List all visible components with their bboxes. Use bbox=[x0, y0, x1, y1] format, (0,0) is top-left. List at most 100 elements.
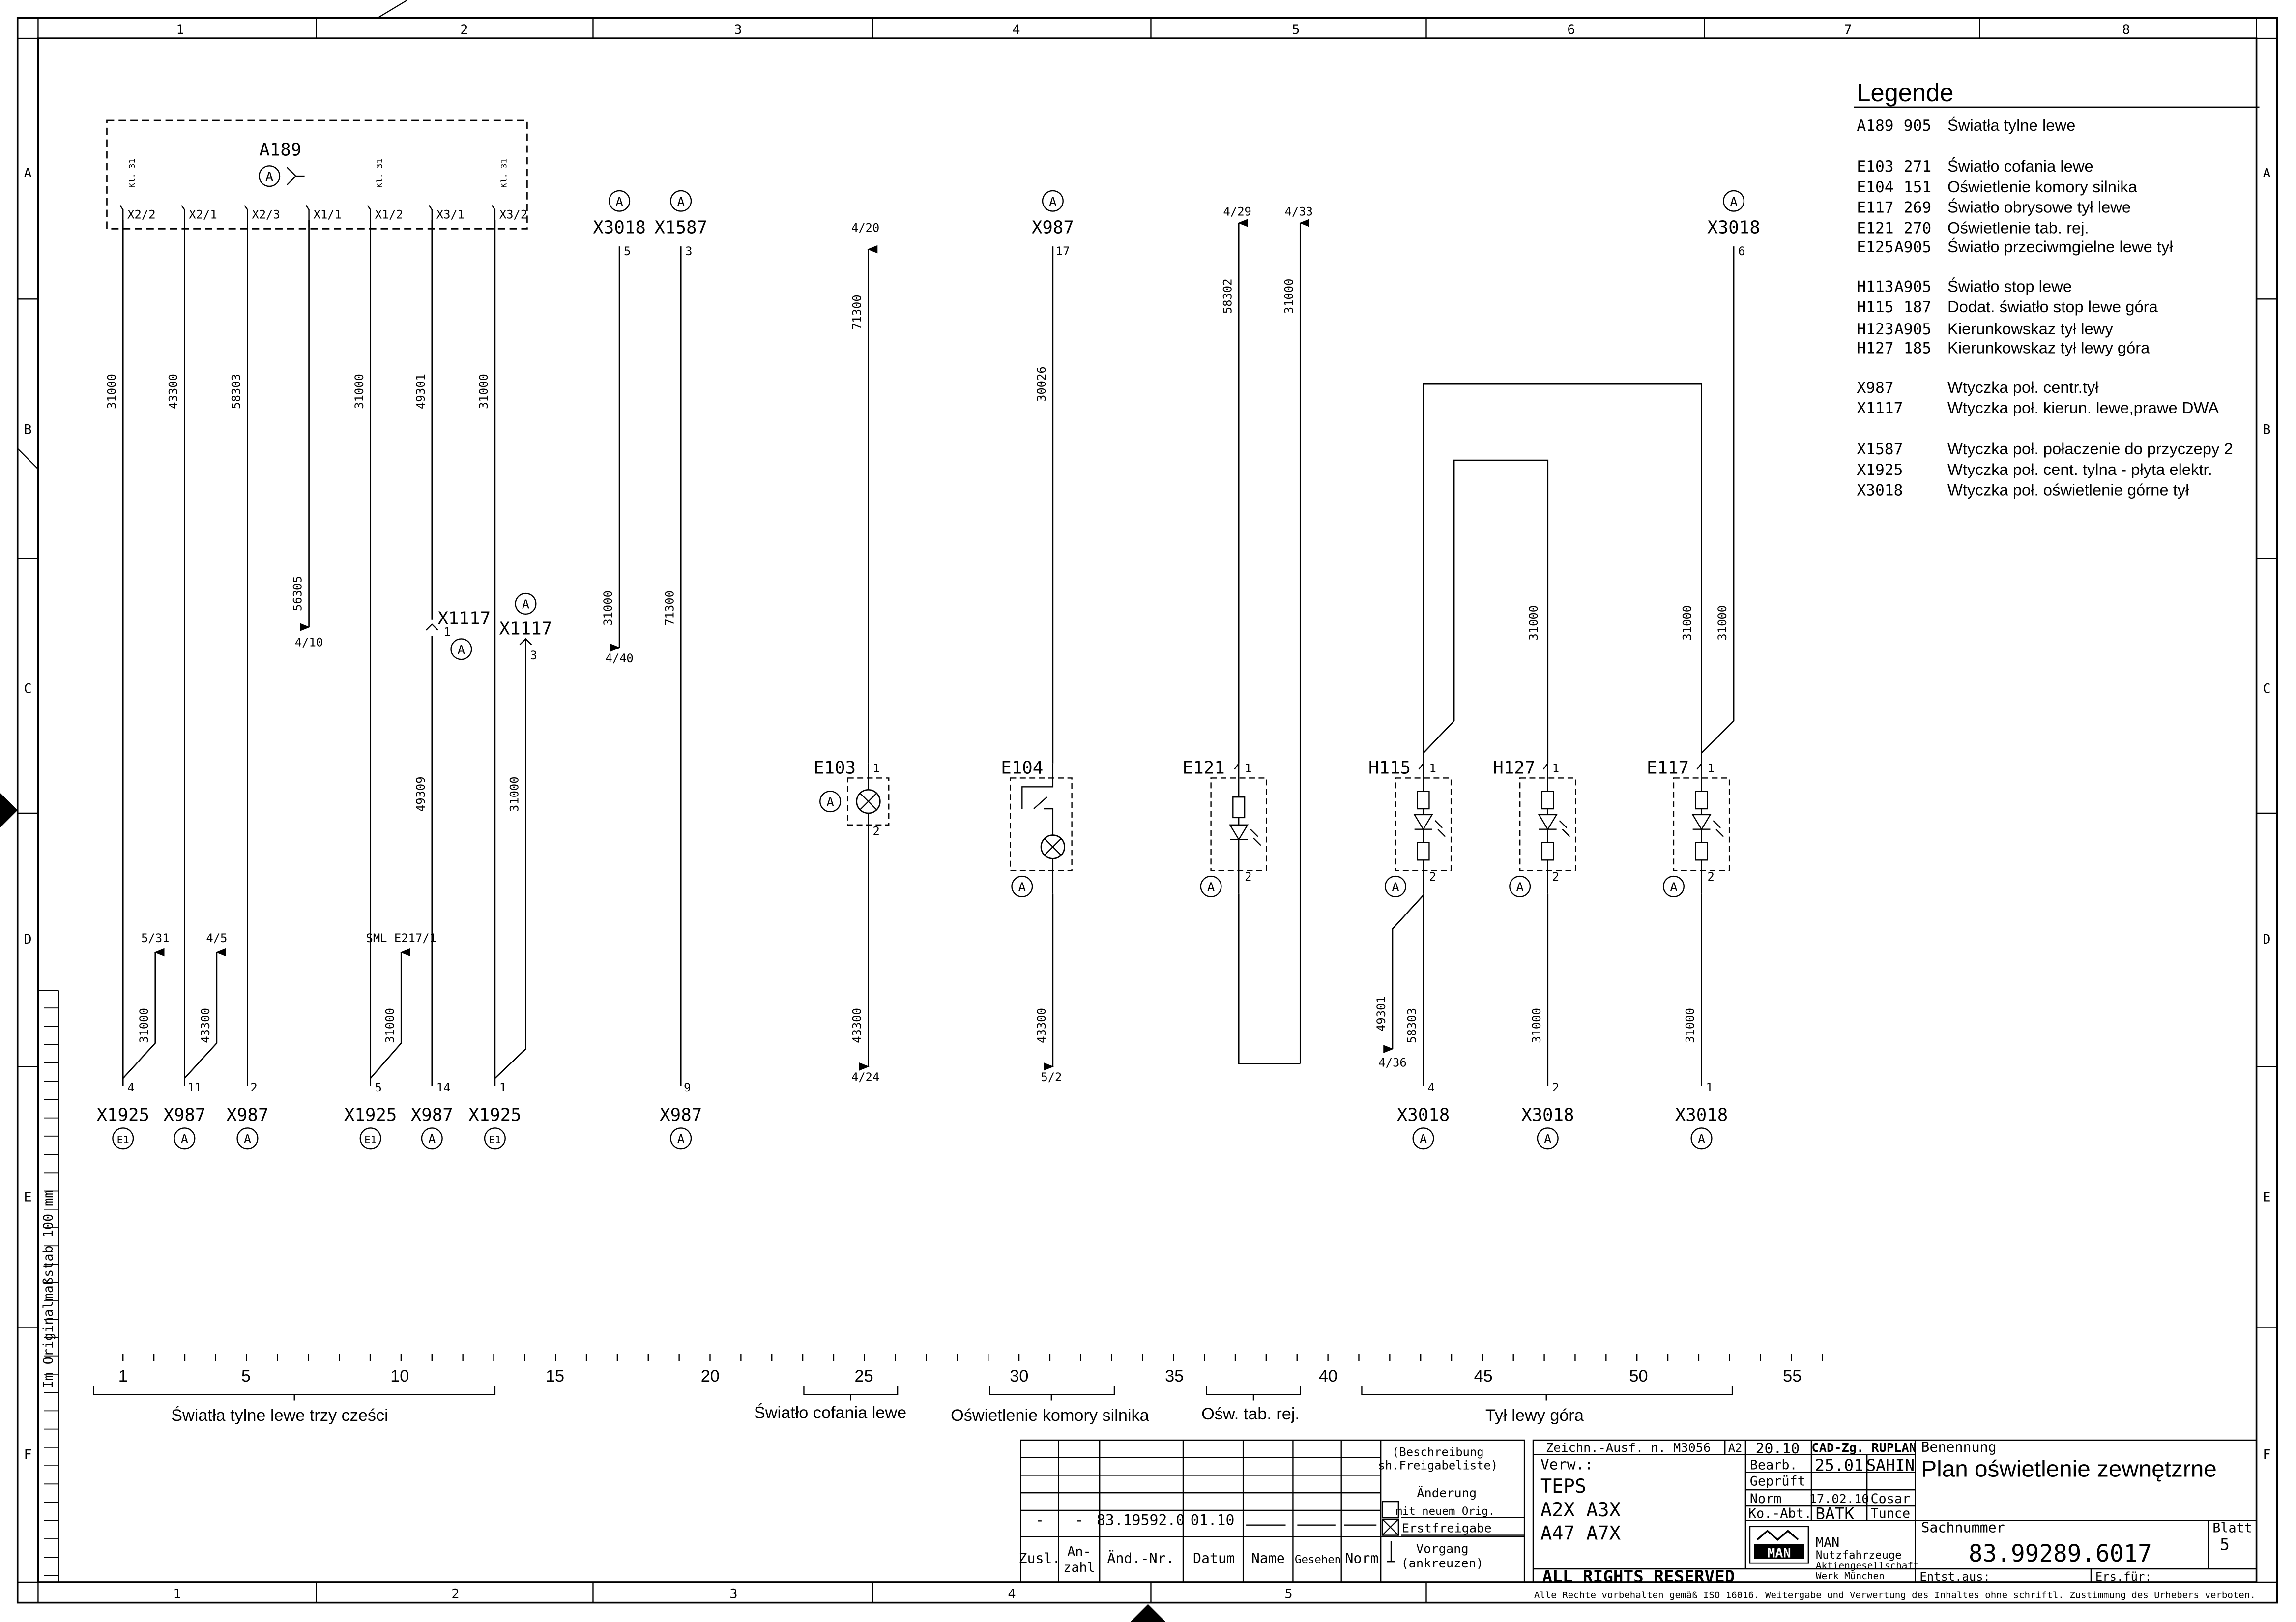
connector-bottom-symbol-letter: E1 bbox=[364, 1134, 377, 1146]
a189-pin-label: X1/2 bbox=[375, 208, 403, 222]
legend-code: E104 bbox=[1857, 178, 1893, 196]
tb-koabt-code: BATK bbox=[1815, 1504, 1854, 1523]
connector-bottom-symbol: A bbox=[421, 1127, 443, 1150]
wire-label: 49309 bbox=[414, 776, 428, 812]
legend-code: E117 bbox=[1857, 199, 1893, 217]
cross-ref: 4/33 bbox=[1285, 205, 1313, 219]
component-h115-label: H115 bbox=[1368, 758, 1411, 778]
man-logo-text: MAN bbox=[1767, 1545, 1791, 1561]
connector-bottom-symbol-letter: A bbox=[1420, 1131, 1427, 1146]
cross-ref: 4/40 bbox=[605, 651, 633, 665]
connector-bottom-label: X3018 bbox=[1675, 1105, 1728, 1125]
connector-bottom-label: X987 bbox=[411, 1105, 453, 1125]
column-label-bottom: 3 bbox=[729, 1587, 737, 1602]
legend-text: Kierunkowskaz tył lewy góra bbox=[1947, 339, 2150, 357]
legend-text: Oświetlenie komory silnika bbox=[1947, 177, 2138, 196]
component-e104-location-a-letter: A bbox=[1018, 879, 1026, 894]
pin-number: 4 bbox=[1427, 1081, 1434, 1094]
scale-number: 1 bbox=[118, 1367, 128, 1386]
column-label-bottom: 2 bbox=[451, 1587, 459, 1602]
wire-label: 31000 bbox=[508, 776, 522, 812]
pin-number: 2 bbox=[1429, 870, 1436, 884]
component-e104-location-a: A bbox=[1011, 875, 1033, 897]
wire-label: 31000 bbox=[383, 1008, 397, 1043]
component-h127-label: H127 bbox=[1493, 758, 1535, 778]
legend-title: Legende bbox=[1857, 79, 1953, 107]
tb-sachnummer: 83.99289.6017 bbox=[1969, 1540, 2152, 1567]
component-e103-location-a: A bbox=[819, 791, 842, 813]
legend-text: Światło obrysowe tył lewe bbox=[1947, 198, 2131, 216]
rev-header: Zusl. bbox=[1018, 1550, 1060, 1566]
legend-code: X1117 bbox=[1857, 400, 1903, 417]
legend-num: 270 bbox=[1904, 219, 1931, 237]
wire-label: 31000 bbox=[1282, 279, 1296, 314]
scale-number: 35 bbox=[1165, 1367, 1184, 1386]
a189-pin-label: X1/1 bbox=[313, 208, 341, 222]
rev-cell: 83.19592.0 bbox=[1097, 1512, 1185, 1529]
x1117-right-a: A bbox=[515, 592, 537, 615]
wire-label: 30026 bbox=[1035, 366, 1048, 402]
connector-x987-top-label: X987 bbox=[1032, 217, 1074, 237]
component-e103-label: E103 bbox=[814, 758, 856, 778]
pin-number: 17 bbox=[1056, 244, 1070, 258]
connector-bottom-symbol: E1 bbox=[112, 1127, 134, 1150]
a189-label: A189 bbox=[259, 140, 301, 160]
tb-koabt-name: Tunce bbox=[1870, 1506, 1910, 1521]
tb-bearb-date: 25.01 bbox=[1815, 1456, 1863, 1475]
a189-kl31: Kl. 31 bbox=[499, 159, 509, 188]
wire-label: 31000 bbox=[1530, 1008, 1543, 1043]
row-label-right: F bbox=[2263, 1447, 2270, 1463]
wire-label: 58303 bbox=[1405, 1008, 1419, 1043]
scale-number: 40 bbox=[1319, 1367, 1337, 1386]
wire-label: 56305 bbox=[291, 576, 305, 611]
row-label-left: C bbox=[24, 681, 32, 697]
connector-bottom-symbol-letter: A bbox=[1698, 1131, 1705, 1146]
rev-mit-neuem: mit neuem Orig. bbox=[1395, 1505, 1495, 1518]
tb-rights: ALL RIGHTS RESERVED bbox=[1542, 1567, 1735, 1587]
component-e121-location-a-letter: A bbox=[1207, 879, 1215, 894]
legend-code: E103 bbox=[1857, 158, 1893, 176]
connector-bottom-symbol-letter: E1 bbox=[489, 1134, 501, 1146]
rev-header: zahl bbox=[1063, 1560, 1095, 1575]
legend-text: Światło stop lewe bbox=[1947, 276, 2072, 295]
x3018-right-a: A bbox=[1723, 190, 1745, 212]
cross-ref: 4/29 bbox=[1223, 205, 1251, 219]
rev-aenderung: Änderung bbox=[1417, 1485, 1477, 1500]
wire-label: 31000 bbox=[1684, 1008, 1697, 1043]
rev-cell: - bbox=[1035, 1512, 1044, 1529]
x1117-mid-a: A bbox=[450, 638, 472, 660]
legend-code: A189 bbox=[1857, 117, 1893, 135]
rev-header: Norm bbox=[1345, 1550, 1378, 1566]
legend-num: 271 bbox=[1904, 158, 1931, 176]
tb-sachnummer-label: Sachnummer bbox=[1921, 1520, 2005, 1536]
rev-header: Name bbox=[1251, 1550, 1285, 1566]
connector-x3018-top-label: X3018 bbox=[593, 217, 646, 237]
legend-code: X987 bbox=[1857, 379, 1893, 397]
cross-ref: 4/36 bbox=[1378, 1056, 1406, 1069]
component-e121-location-a: A bbox=[1200, 875, 1222, 897]
tb-entst: Entst.aus: bbox=[1919, 1570, 1990, 1584]
legend-code: X1925 bbox=[1857, 461, 1903, 479]
pin-number: 2 bbox=[1552, 1081, 1559, 1094]
connector-bottom-label: X987 bbox=[163, 1105, 205, 1125]
legend-text: Wtyczka poł. oświetlenie górne tył bbox=[1947, 481, 2189, 499]
wire-label: 71300 bbox=[663, 590, 676, 626]
tb-koabt-label: Ko.-Abt. bbox=[1748, 1506, 1812, 1521]
connector-bottom-symbol: E1 bbox=[484, 1127, 506, 1150]
wire-label: 49301 bbox=[1374, 996, 1388, 1032]
legend-num: A905 bbox=[1894, 238, 1931, 256]
tb-norm-label: Norm bbox=[1750, 1491, 1782, 1506]
connector-bottom-symbol-letter: A bbox=[428, 1131, 436, 1146]
a189-pin-label: X2/1 bbox=[189, 208, 217, 222]
legend-code: H115 bbox=[1857, 298, 1893, 316]
scale-group-3: Oświetlenie komory silnika bbox=[951, 1406, 1149, 1425]
scale-number: 25 bbox=[855, 1367, 873, 1386]
a189-pin-label: X2/3 bbox=[252, 208, 280, 222]
